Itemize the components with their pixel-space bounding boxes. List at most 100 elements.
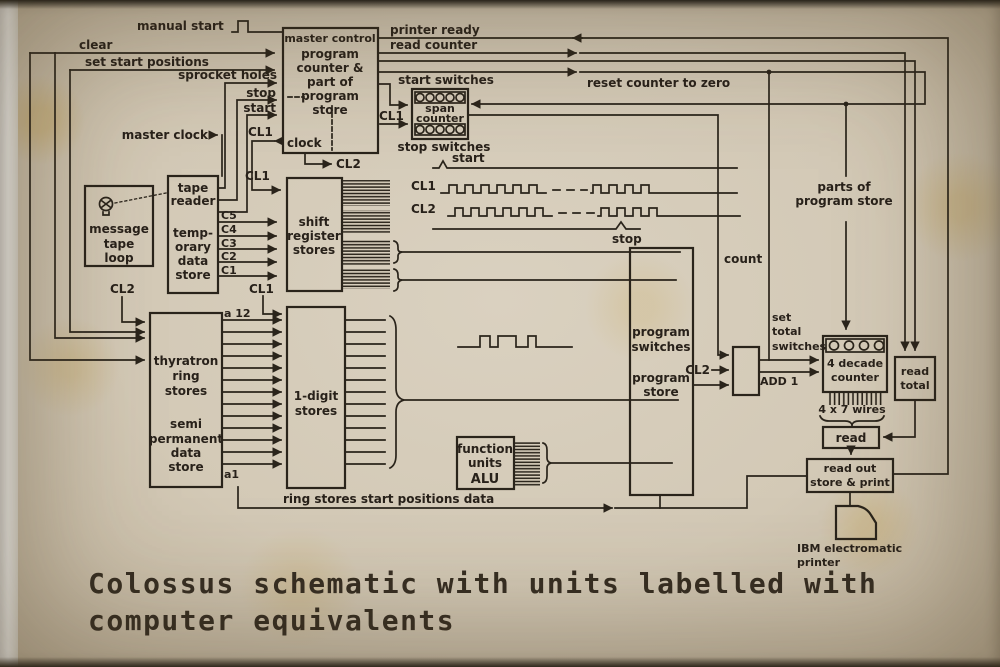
label-cl1-wave: CL1 bbox=[411, 179, 436, 193]
label-count: count bbox=[724, 252, 762, 266]
svg-text:units: units bbox=[468, 456, 502, 470]
svg-text:permanent: permanent bbox=[149, 432, 223, 446]
label-parts-2: program store bbox=[795, 194, 892, 208]
label-cl1-shift: CL1 bbox=[245, 169, 270, 183]
svg-text:store: store bbox=[312, 103, 347, 117]
one-digit-stores-box bbox=[285, 305, 347, 490]
label-a12: a 12 bbox=[224, 307, 251, 320]
svg-text:switches: switches bbox=[772, 340, 827, 353]
label-cl1-span: CL1 bbox=[379, 109, 404, 123]
label-ibm-2: printer bbox=[797, 556, 841, 569]
label-cl2-add: CL2 bbox=[685, 363, 710, 377]
span-counter-box bbox=[410, 87, 470, 141]
cl2-waveform bbox=[447, 207, 553, 217]
read-out-box bbox=[805, 457, 895, 494]
svg-text:reader: reader bbox=[171, 194, 216, 208]
svg-text:program: program bbox=[632, 371, 690, 385]
light-beam bbox=[114, 192, 167, 204]
svg-text:program: program bbox=[301, 47, 359, 61]
svg-text:data: data bbox=[178, 254, 209, 268]
label-printer-ready: printer ready bbox=[390, 23, 480, 37]
master-control-title: master control bbox=[284, 32, 375, 45]
manual-start-wire bbox=[231, 20, 284, 33]
message-tape-loop-box bbox=[83, 184, 167, 268]
svg-text:store & print: store & print bbox=[810, 476, 890, 489]
svg-text:store: store bbox=[168, 460, 203, 474]
timing-waveforms bbox=[432, 159, 741, 348]
photo-left-edge bbox=[0, 0, 18, 667]
svg-text:orary: orary bbox=[175, 240, 211, 254]
svg-text:tape: tape bbox=[104, 237, 135, 251]
add1-box bbox=[731, 345, 761, 397]
svg-text:counter: counter bbox=[831, 371, 879, 384]
label-reset-counter: reset counter to zero bbox=[587, 76, 730, 90]
svg-text:function: function bbox=[457, 442, 513, 456]
label-add1: ADD 1 bbox=[760, 375, 798, 388]
svg-text:C4: C4 bbox=[221, 223, 237, 236]
svg-text:switches: switches bbox=[631, 340, 690, 354]
svg-text:stores: stores bbox=[295, 404, 337, 418]
svg-text:counter &: counter & bbox=[297, 61, 364, 75]
svg-text:C3: C3 bbox=[221, 237, 237, 250]
svg-text:shift: shift bbox=[299, 215, 330, 229]
svg-text:tape: tape bbox=[178, 181, 209, 195]
label-ring-data: ring stores start positions data bbox=[283, 492, 494, 506]
unit-boxes bbox=[83, 26, 937, 541]
svg-text:read out: read out bbox=[824, 462, 877, 475]
label-a1: a1 bbox=[224, 468, 239, 481]
caption-line-1: Colossus schematic with units labelled w… bbox=[88, 567, 877, 600]
shift-register-wires bbox=[342, 180, 390, 206]
svg-text:program: program bbox=[632, 325, 690, 339]
svg-text:total: total bbox=[900, 379, 929, 392]
svg-text:loop: loop bbox=[104, 251, 134, 265]
svg-text:stores: stores bbox=[293, 243, 335, 257]
svg-text:semi: semi bbox=[170, 417, 202, 431]
gate-waveform bbox=[457, 335, 573, 348]
caption-line-2: computer equivalents bbox=[88, 604, 455, 637]
counter-output-wires bbox=[827, 392, 883, 405]
read-box bbox=[821, 425, 881, 450]
label-manual-start: manual start bbox=[137, 19, 224, 33]
svg-text:set: set bbox=[772, 311, 791, 324]
svg-text:temp-: temp- bbox=[173, 226, 213, 240]
svg-text:1-digit: 1-digit bbox=[294, 389, 339, 403]
svg-text:stores: stores bbox=[165, 384, 207, 398]
svg-text:store: store bbox=[643, 385, 678, 399]
label-4x7-wires: 4 x 7 wires bbox=[818, 403, 886, 416]
stop-pulse-line bbox=[432, 220, 641, 230]
svg-text:4 decade: 4 decade bbox=[827, 357, 883, 370]
label-start-switches: start switches bbox=[398, 73, 494, 87]
printer-icon bbox=[834, 504, 878, 541]
label-cl1: CL1 bbox=[248, 125, 273, 139]
label-stop-wave: stop bbox=[612, 232, 642, 246]
label-parts-1: parts of bbox=[817, 180, 871, 194]
svg-text:C2: C2 bbox=[221, 250, 237, 263]
lamp-icon bbox=[98, 196, 114, 212]
label-stop: stop bbox=[246, 86, 276, 100]
label-sprocket-holes: sprocket holes bbox=[178, 68, 277, 82]
svg-text:register: register bbox=[287, 229, 341, 243]
svg-text:store: store bbox=[175, 268, 210, 282]
function-units-box bbox=[455, 435, 540, 491]
thyratron-ring-stores-box bbox=[148, 311, 224, 489]
decade-counter-box bbox=[821, 334, 889, 405]
start-pulse-line bbox=[432, 159, 738, 169]
wires bbox=[29, 20, 949, 513]
tape-reader-box bbox=[166, 174, 220, 295]
master-control-box bbox=[281, 26, 380, 155]
label-cl2-out: CL2 bbox=[336, 157, 361, 171]
svg-text:thyratron: thyratron bbox=[154, 354, 219, 368]
caption: Colossus schematic with units labelled w… bbox=[88, 567, 877, 637]
svg-text:C1: C1 bbox=[221, 264, 237, 277]
label-start-wave: start bbox=[452, 151, 485, 165]
program-switches-store-box bbox=[628, 246, 695, 497]
svg-text:counter: counter bbox=[416, 112, 464, 125]
label-cl1-onedigit: CL1 bbox=[249, 282, 274, 296]
shift-register-box bbox=[285, 176, 344, 293]
svg-text:total: total bbox=[772, 325, 801, 338]
label-clock: clock bbox=[287, 136, 323, 150]
svg-text:message: message bbox=[89, 222, 149, 236]
